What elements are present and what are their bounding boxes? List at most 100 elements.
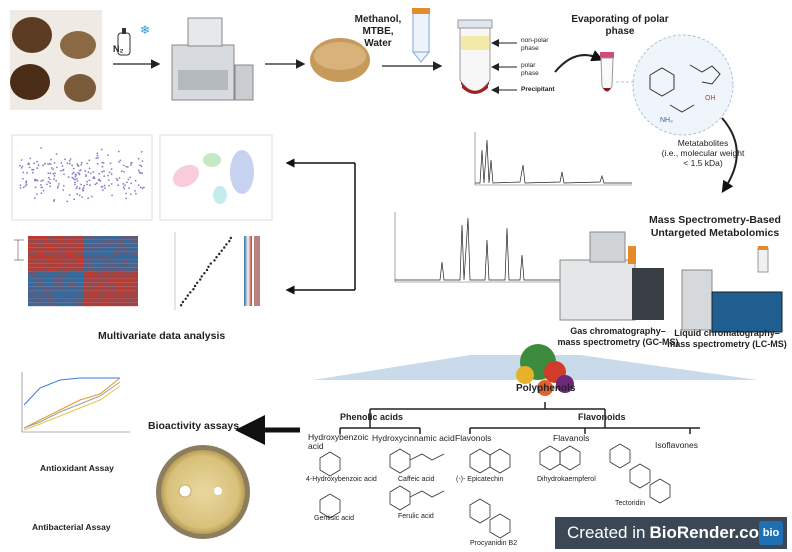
heatmap-cell xyxy=(78,302,83,307)
scatter-dot xyxy=(130,182,133,185)
scatter-dot xyxy=(103,184,106,187)
scatter-dot xyxy=(81,188,84,191)
nitrogen-tank-icon xyxy=(117,28,131,56)
scatter-dot xyxy=(99,180,102,182)
heatmap-cell xyxy=(123,290,128,295)
heatmap-cell xyxy=(48,239,53,244)
heatmap-cell xyxy=(103,275,108,279)
heatmap-cell xyxy=(83,263,88,268)
arrow-to-mass-spec xyxy=(721,117,738,194)
heatmap-cell xyxy=(98,243,103,248)
scatter-dot xyxy=(81,196,84,199)
scatter-dot xyxy=(93,177,96,180)
freeze-dryer-icon xyxy=(171,17,254,101)
heatmap-cell xyxy=(133,251,138,256)
heatmap-cell xyxy=(123,255,128,260)
scatter-dot xyxy=(40,180,43,183)
tube-label-nonpolar: non-polar phase xyxy=(521,37,549,52)
heatmap-cell xyxy=(58,251,63,256)
scatter-dot xyxy=(37,164,40,167)
scatter-dot xyxy=(130,193,132,196)
scatter-dot xyxy=(60,162,63,164)
heatmap-cell xyxy=(68,294,73,299)
chromatogram-lc xyxy=(465,128,633,194)
heatmap-cell xyxy=(88,298,93,303)
heatmap-cell xyxy=(38,298,43,303)
heatmap-cell xyxy=(73,243,78,248)
chromatogram-gc xyxy=(380,205,570,290)
heatmap-cell xyxy=(113,259,118,264)
heatmap-cell xyxy=(73,263,78,268)
heatmap-cell xyxy=(78,263,83,268)
scatter-dot xyxy=(53,162,56,164)
scatter-dot xyxy=(31,168,33,171)
scatter-dot xyxy=(19,184,22,187)
scatter-dot xyxy=(108,171,111,174)
heatmap-cell xyxy=(118,282,123,287)
scatter-dot xyxy=(69,158,72,160)
heatmap-cell xyxy=(113,271,118,275)
scatter-dot xyxy=(74,173,77,176)
heatmap-cell xyxy=(33,278,38,283)
heatmap-cell xyxy=(73,239,78,244)
heatmap-cell xyxy=(53,271,58,275)
heatmap-cell xyxy=(43,275,48,279)
heatmap-cell xyxy=(83,282,88,287)
scatter-dot xyxy=(25,181,27,184)
heatmap-cell xyxy=(58,286,63,291)
heatmap-cell xyxy=(93,286,98,291)
scatter-dot xyxy=(53,199,56,201)
scatter-dot xyxy=(127,178,130,181)
heatmap-cell xyxy=(83,278,88,283)
polyphenol-tree xyxy=(339,402,700,434)
scatter-dot xyxy=(42,164,45,167)
heatmap-cell xyxy=(113,275,118,279)
scatter-dot xyxy=(119,159,122,162)
heatmap-cell xyxy=(113,251,118,256)
scatter-dot xyxy=(34,179,36,182)
scatter-dot xyxy=(20,159,23,161)
scatter-dot xyxy=(86,183,88,186)
vip-dot xyxy=(193,284,197,288)
biorender-watermark[interactable]: Created in BioRender.com bio xyxy=(555,517,787,549)
heatmap-cell xyxy=(98,236,103,240)
scatter-dot xyxy=(122,164,125,167)
heatmap-cell xyxy=(43,302,48,307)
heatmap-cell xyxy=(78,282,83,287)
heatmap-cell xyxy=(118,302,123,307)
scatter-dot xyxy=(134,190,136,192)
heatmap-cell xyxy=(28,271,33,275)
scatter-dot xyxy=(68,194,71,196)
scatter-dot xyxy=(123,170,125,173)
hydroxybenzoic-label: Hydroxybenzoic acid xyxy=(308,432,369,451)
heatmap-cell xyxy=(128,290,133,295)
heatmap-cell xyxy=(28,282,33,287)
heatmap-cell xyxy=(78,239,83,244)
vip-dot xyxy=(209,262,212,265)
heatmap-cell xyxy=(43,251,48,256)
heatmap-cell xyxy=(43,267,48,272)
heatmap-cell xyxy=(73,294,78,299)
heatmap-cell xyxy=(88,236,93,240)
scatter-dot xyxy=(88,167,91,170)
heatmap-cell xyxy=(33,282,38,287)
scatter-dot xyxy=(74,183,76,186)
scatter-dot xyxy=(80,161,83,164)
heatmap-cell xyxy=(118,259,123,264)
heatmap-cell xyxy=(103,243,108,248)
heatmap-cell xyxy=(38,286,43,291)
scatter-dot xyxy=(103,170,105,173)
scatter-dot xyxy=(28,163,30,166)
heatmap-cell xyxy=(98,267,103,272)
heatmap-cell xyxy=(113,298,118,303)
heatmap-cell xyxy=(83,255,88,260)
heatmap-cell xyxy=(63,275,68,279)
heatmap-cell xyxy=(78,247,83,252)
heatmap-cell xyxy=(123,302,128,307)
scatter-dot xyxy=(130,162,132,165)
heatmap-cell xyxy=(113,290,118,295)
heatmap-cell xyxy=(33,298,38,303)
scatter-dot xyxy=(96,152,99,155)
heatmap-cell xyxy=(128,239,133,244)
